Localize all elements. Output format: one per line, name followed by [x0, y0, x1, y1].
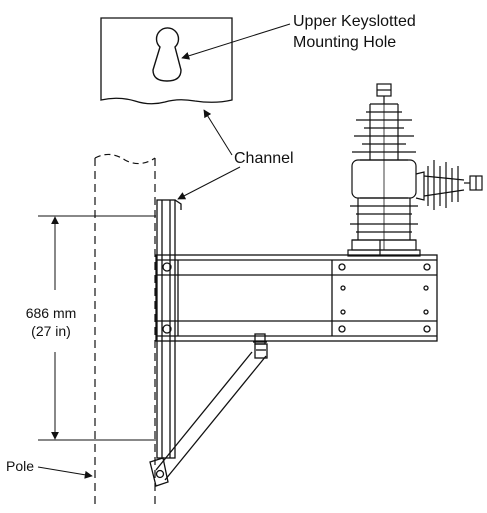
side-insulator-core — [423, 189, 465, 197]
bolt-icon — [155, 469, 165, 479]
channel-label: Channel — [234, 150, 294, 167]
channel-lip — [174, 199, 182, 210]
keyslot-leader — [181, 23, 291, 60]
brace-top-bolt — [254, 343, 268, 359]
channel-detail — [100, 17, 233, 105]
channel-leader-top — [203, 109, 233, 156]
bolt-icon — [423, 325, 431, 333]
dimension-686mm — [38, 215, 156, 441]
pole-leader — [37, 466, 93, 479]
side-insulator-core — [423, 175, 465, 181]
bolt-icon — [338, 263, 346, 271]
channel-detail-outline — [100, 17, 233, 105]
brace-edge — [164, 355, 267, 481]
side-bushing-base — [415, 171, 425, 201]
horizontal-bracket — [155, 254, 438, 342]
brace-edge — [155, 351, 253, 471]
bracket-outline — [155, 254, 438, 342]
bolt-icon — [162, 324, 172, 334]
bolt-icon — [340, 285, 346, 291]
side-insulator-sheds — [427, 160, 459, 210]
upper-insulator-sheds — [352, 103, 416, 161]
bolt-icon — [340, 309, 346, 315]
bolt-icon — [423, 309, 429, 315]
bolt-icon — [423, 285, 429, 291]
keyslot-label-line1: Upper Keyslotted — [293, 13, 416, 30]
keyhole-icon — [152, 27, 182, 82]
pole-break-line — [94, 153, 156, 165]
bolt-icon — [338, 325, 346, 333]
bolt-icon — [423, 263, 431, 271]
diagonal-brace — [149, 333, 268, 487]
pole — [94, 153, 156, 508]
dimension-mm-label: 686 mm — [26, 305, 77, 321]
bolt-icon — [162, 262, 172, 272]
dimension-in-label: (27 in) — [31, 323, 71, 339]
brace-foot — [149, 457, 169, 487]
channel-leader-bottom — [177, 166, 241, 200]
channel-outline — [156, 199, 176, 459]
keyslot-label-line2: Mounting Hole — [293, 34, 396, 51]
recloser-assembly — [347, 83, 483, 257]
pole-label: Pole — [6, 458, 34, 474]
